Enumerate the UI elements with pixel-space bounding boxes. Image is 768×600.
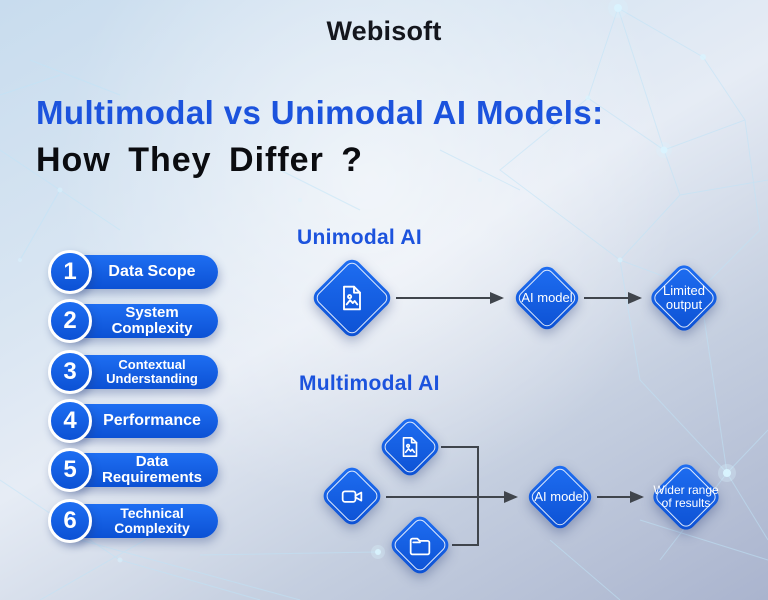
ai-model-label: AI model [534, 488, 586, 504]
multimodal-ai-model-diamond: AI model [524, 461, 596, 533]
unimodal-input-diamond [309, 255, 395, 341]
wider-results-label: Wider range of results [653, 482, 719, 510]
multimodal-folder-input-diamond [385, 510, 455, 580]
factor-label: Data Scope [108, 263, 196, 281]
unimodal-ai-model-diamond: AI model [511, 262, 583, 334]
multimodal-video-input-diamond [317, 461, 387, 531]
factor-number-badge: 6 [48, 499, 92, 543]
factor-item-2: 2 System Complexity [48, 299, 220, 343]
multimodal-output-diamond: Wider range of results [649, 460, 723, 534]
image-document-icon [310, 256, 394, 340]
factor-label: Data Requirements [101, 452, 203, 486]
factor-number-badge: 2 [48, 299, 92, 343]
video-camera-icon [317, 461, 387, 531]
multimodal-heading: Multimodal AI [299, 372, 440, 395]
factor-label: Contextual Understanding [106, 356, 198, 386]
factor-item-3: 3 Contextual Understanding [48, 350, 220, 394]
factor-label: Technical Complexity [114, 504, 190, 536]
folder-icon [385, 510, 455, 580]
title-line-dark: How They Differ ? [36, 140, 364, 179]
page-title: Multimodal vs Unimodal AI Models: How Th… [36, 92, 604, 182]
unimodal-output-diamond: Limited output [647, 261, 721, 335]
multimodal-image-input-diamond [377, 414, 443, 480]
factor-item-5: 5 Data Requirements [48, 448, 220, 492]
brand-logo: Webisoft [326, 16, 442, 46]
factor-item-6: 6 Technical Complexity [48, 499, 220, 543]
unimodal-heading: Unimodal AI [297, 226, 423, 249]
factor-label: Performance [103, 412, 201, 430]
factor-number-badge: 1 [48, 250, 92, 294]
factor-number-badge: 5 [48, 448, 92, 492]
factor-item-4: 4 Performance [48, 399, 220, 443]
title-line-blue: Multimodal vs Unimodal AI Models: [36, 94, 604, 131]
factor-label: System Complexity [111, 303, 193, 337]
limited-output-label: Limited output [663, 282, 705, 312]
ai-model-label: AI model [521, 289, 573, 305]
factor-number-badge: 3 [48, 350, 92, 394]
factor-item-1: 1 Data Scope [48, 250, 220, 294]
factor-number-badge: 4 [48, 399, 92, 443]
